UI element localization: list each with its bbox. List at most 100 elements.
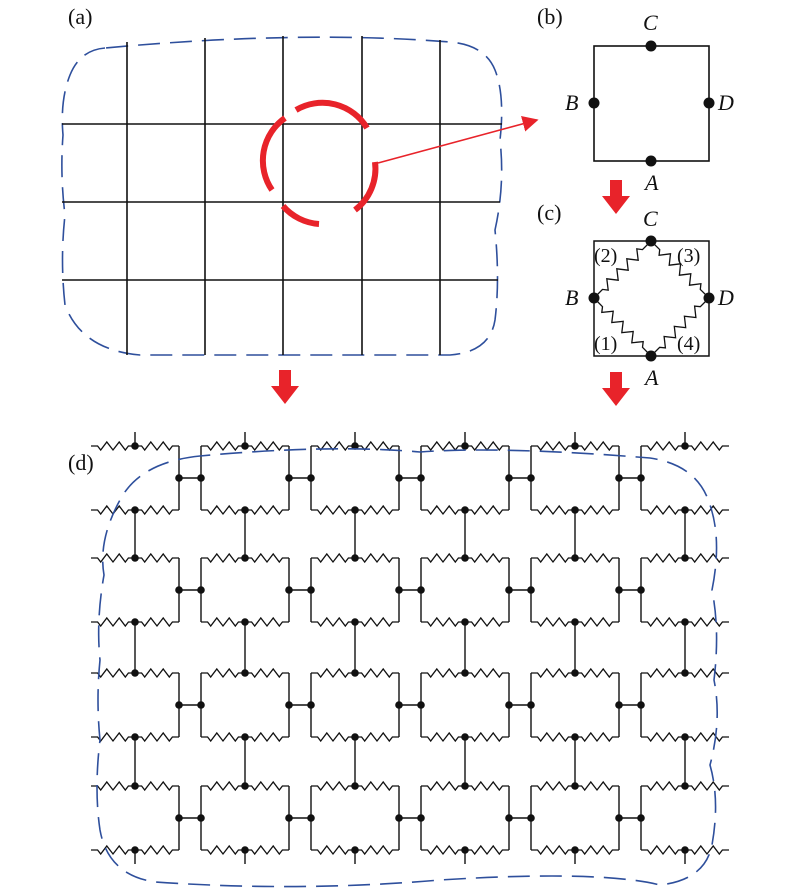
node-dot	[681, 554, 689, 562]
node-dot	[307, 474, 315, 482]
node-c-label: C	[643, 10, 658, 35]
node-dot	[527, 586, 535, 594]
panel-b-label: (b)	[537, 4, 563, 29]
resistor	[465, 504, 509, 516]
node-b-dot	[588, 292, 600, 304]
resistor	[593, 297, 652, 357]
node-dot	[681, 782, 689, 790]
panel-a-boundary	[61, 36, 503, 356]
resistor	[135, 667, 179, 679]
node-d-label: D	[717, 90, 734, 115]
resistor	[575, 440, 619, 452]
resistor-network	[91, 432, 729, 864]
node-dot	[197, 814, 205, 822]
node-dot	[351, 618, 359, 626]
panel-d: (d)	[68, 432, 729, 888]
node-dot	[351, 554, 359, 562]
node-dot	[395, 814, 403, 822]
node-dot	[637, 814, 645, 822]
node-dot	[197, 474, 205, 482]
node-dot	[351, 506, 359, 514]
node-dot	[461, 733, 469, 741]
node-dot	[241, 554, 249, 562]
resistor	[245, 667, 289, 679]
node-dot	[461, 554, 469, 562]
resistor	[465, 780, 509, 792]
resistor	[311, 552, 355, 564]
resistor	[355, 616, 399, 628]
node-dot	[307, 701, 315, 709]
node-a-dot	[645, 155, 657, 167]
node-dot	[681, 506, 689, 514]
node-dot	[417, 586, 425, 594]
resistor	[575, 504, 619, 516]
node-dot	[175, 701, 183, 709]
resistor	[685, 731, 729, 743]
highlight-circle	[259, 99, 379, 227]
panel-b: (b) A B C D	[537, 4, 734, 195]
node-dot	[637, 586, 645, 594]
resistor	[91, 667, 135, 679]
node-dot	[131, 846, 139, 854]
resistor	[135, 844, 179, 856]
node-dot	[527, 814, 535, 822]
down-arrow-b-c	[602, 180, 630, 214]
node-dot	[351, 733, 359, 741]
node-dot	[615, 586, 623, 594]
resistor	[421, 552, 465, 564]
resistor	[355, 504, 399, 516]
resistor	[201, 731, 245, 743]
node-dot	[681, 846, 689, 854]
resistor	[135, 440, 179, 452]
node-dot	[241, 782, 249, 790]
resistor	[641, 780, 685, 792]
node-d-dot	[703, 292, 715, 304]
node-dot	[395, 586, 403, 594]
resistor-3-label: (3)	[677, 245, 700, 267]
node-dot	[461, 846, 469, 854]
panel-a: (a)	[61, 4, 539, 356]
resistor	[531, 731, 575, 743]
node-dot	[241, 442, 249, 450]
unit-cell-resistors	[593, 240, 710, 357]
resistor	[245, 616, 289, 628]
resistor	[575, 667, 619, 679]
node-dot	[285, 586, 293, 594]
resistor	[641, 731, 685, 743]
resistor	[641, 504, 685, 516]
node-dot	[197, 701, 205, 709]
node-dot	[527, 474, 535, 482]
resistor	[201, 440, 245, 452]
node-c-label: C	[643, 206, 658, 231]
node-dot	[351, 442, 359, 450]
panel-d-label: (d)	[68, 450, 94, 475]
node-dot	[131, 669, 139, 677]
node-dot	[131, 554, 139, 562]
node-dot	[175, 474, 183, 482]
node-dot	[461, 782, 469, 790]
resistor	[641, 440, 685, 452]
node-dot	[505, 586, 513, 594]
node-b-label: B	[565, 90, 578, 115]
resistor	[135, 504, 179, 516]
node-dot	[637, 474, 645, 482]
resistor-1-label: (1)	[594, 333, 617, 355]
resistor	[650, 240, 710, 299]
node-d-label: D	[717, 285, 734, 310]
resistor	[135, 731, 179, 743]
resistor	[311, 731, 355, 743]
resistor	[685, 844, 729, 856]
node-dot	[241, 733, 249, 741]
node-dot	[681, 669, 689, 677]
resistor	[91, 552, 135, 564]
node-dot	[175, 586, 183, 594]
resistor	[245, 780, 289, 792]
resistor	[421, 844, 465, 856]
node-dot	[571, 442, 579, 450]
resistor	[311, 504, 355, 516]
node-a-label: A	[643, 170, 659, 195]
node-dot	[241, 846, 249, 854]
resistor	[245, 552, 289, 564]
node-a-label: A	[643, 365, 659, 390]
node-dot	[615, 701, 623, 709]
